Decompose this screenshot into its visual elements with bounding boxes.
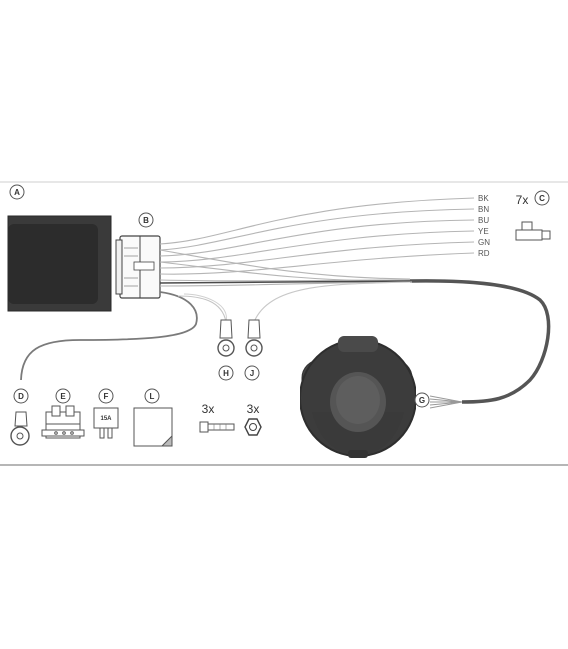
quantity-label-screws: 3x xyxy=(202,402,215,416)
fuse-rating-label: 15A xyxy=(100,416,112,422)
wire-label-bk: BK xyxy=(478,194,489,203)
callout-a-text: A xyxy=(14,188,20,197)
callout-e: E xyxy=(55,388,71,404)
control-module xyxy=(7,215,112,312)
callout-f-text: F xyxy=(104,392,109,401)
connector-part-c xyxy=(515,221,551,241)
connector-b xyxy=(115,235,161,299)
callout-c-text: C xyxy=(539,194,545,203)
ground-wire xyxy=(20,291,198,381)
callout-d: D xyxy=(13,388,29,404)
socket-fanout-wires xyxy=(429,395,463,409)
callout-h: H xyxy=(218,365,234,381)
callout-f: F xyxy=(98,388,114,404)
callout-l-text: L xyxy=(150,392,155,401)
wire-h xyxy=(177,295,227,323)
ring-terminal-j xyxy=(245,319,263,357)
callout-l: L xyxy=(144,388,160,404)
callout-g: G xyxy=(414,392,430,408)
quantity-label-nuts: 3x xyxy=(247,402,260,416)
callout-b: B xyxy=(138,212,154,228)
callout-c: C xyxy=(534,190,550,206)
callout-g-text: G xyxy=(419,396,425,405)
ring-terminal-d xyxy=(10,411,30,446)
callout-d-text: D xyxy=(18,392,24,401)
adhesive-pad-l xyxy=(133,407,173,447)
wire-label-bn: BN xyxy=(478,205,489,214)
wire-label-bu: BU xyxy=(478,216,489,225)
screw xyxy=(199,421,235,433)
socket-7-pin xyxy=(300,336,416,458)
wire-j xyxy=(253,281,413,323)
callout-j-text: J xyxy=(250,369,254,378)
wire-label-ye: YE xyxy=(478,227,489,236)
wire-label-gn: GN xyxy=(478,238,490,247)
callout-b-text: B xyxy=(143,216,149,225)
nut xyxy=(244,418,262,436)
callout-h-text: H xyxy=(223,369,229,378)
main-cable xyxy=(409,279,551,404)
wire-bundle xyxy=(159,197,475,287)
fuse-f: 15A xyxy=(93,407,119,439)
wire-label-rd: RD xyxy=(478,249,490,258)
callout-e-text: E xyxy=(60,392,66,401)
fuse-holder-e xyxy=(41,405,85,439)
ring-terminal-h xyxy=(217,319,235,357)
bundle-center-wire xyxy=(159,280,413,284)
quantity-label-c: 7x xyxy=(516,193,529,207)
callout-j: J xyxy=(244,365,260,381)
wire-h-2 xyxy=(183,293,227,323)
callout-a: A xyxy=(9,184,25,200)
